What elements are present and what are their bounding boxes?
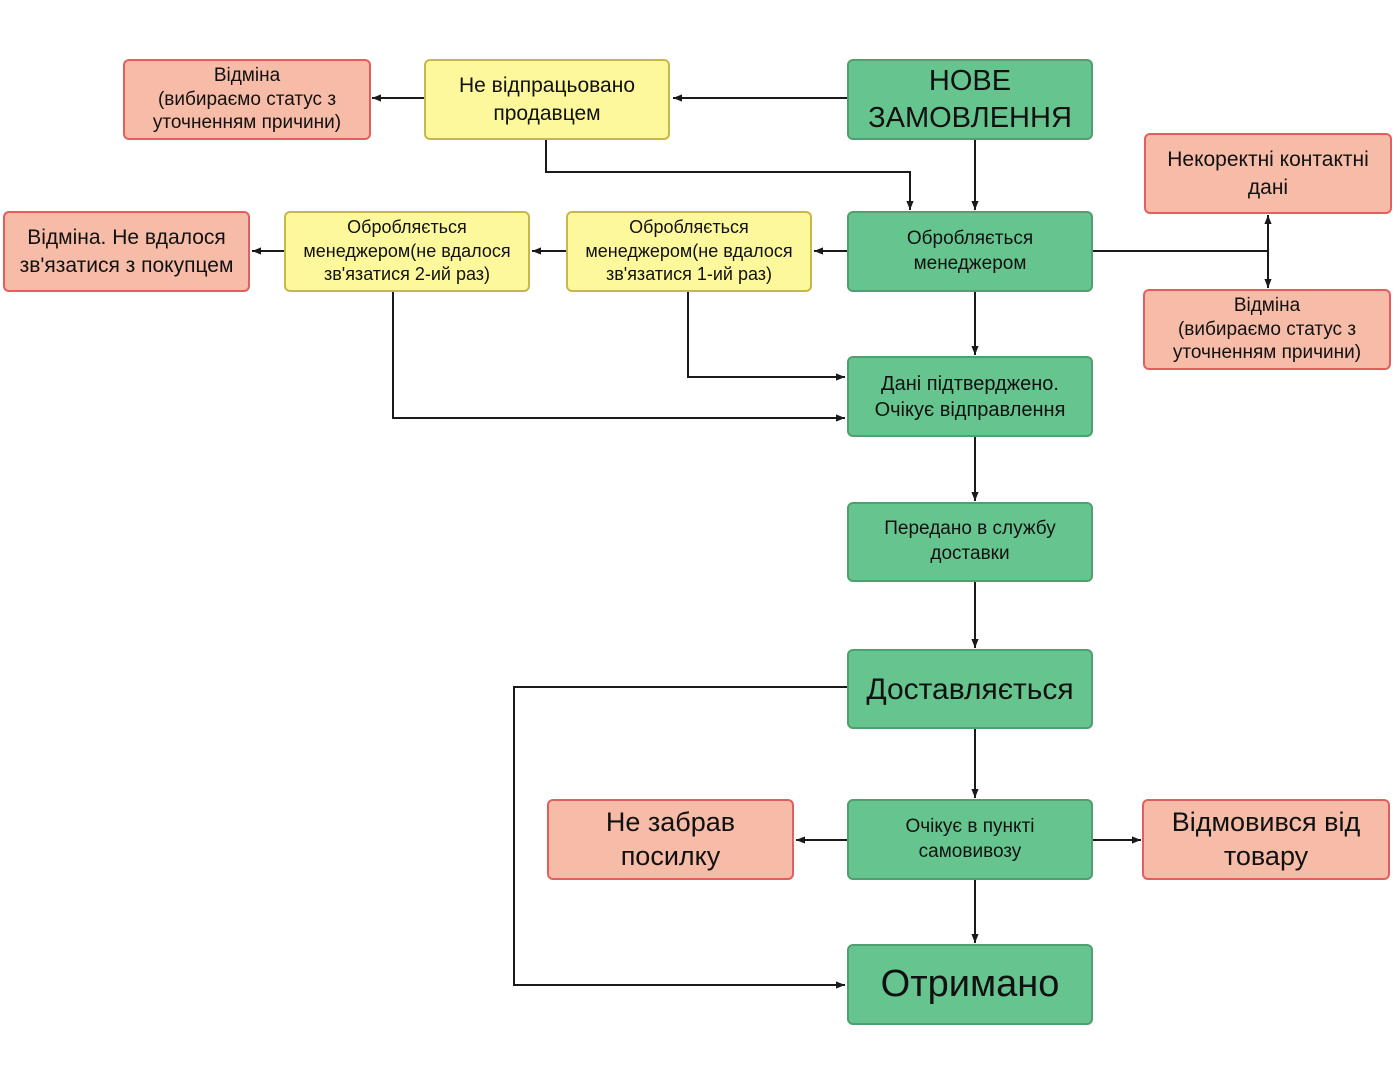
node-processing-fail-2: Обробляється менеджером(не вдалося зв'яз…	[284, 211, 530, 292]
node-processing-manager-label: Обробляється менеджером	[906, 227, 1034, 274]
node-not-processed-seller-label: Не відпрацьовано продавцем	[458, 74, 635, 125]
node-refused-goods: Відмовився від товару	[1142, 799, 1390, 880]
node-processing-fail-1: Обробляється менеджером(не вдалося зв'яз…	[566, 211, 812, 292]
node-processing-fail-2-label: Обробляється менеджером(не вдалося зв'яз…	[303, 217, 511, 285]
node-cancel-no-contact: Відміна. Не вдалося зв'язатися з покупце…	[3, 211, 250, 292]
edge-fail2-to-confirmed	[392, 292, 845, 422]
node-cancel-right-label: Відміна (вибираємо статус з уточненням п…	[1172, 294, 1362, 364]
node-data-confirmed-label: Дані підтверджено. Очікує відправлення	[874, 372, 1066, 421]
node-cancel-top-left-label: Відміна (вибираємо статус з уточненням п…	[152, 64, 342, 134]
node-data-confirmed: Дані підтверджено. Очікує відправлення	[847, 356, 1093, 437]
node-cancel-top-left: Відміна (вибираємо статус з уточненням п…	[123, 59, 371, 140]
node-new-order-label: НОВЕ ЗАМОВЛЕННЯ	[868, 65, 1072, 134]
node-cancel-right: Відміна (вибираємо статус з уточненням п…	[1143, 289, 1391, 370]
node-received: Отримано	[847, 944, 1093, 1025]
node-processing-manager: Обробляється менеджером	[847, 211, 1093, 292]
node-new-order: НОВЕ ЗАМОВЛЕННЯ	[847, 59, 1093, 140]
node-awaiting-pickup-label: Очікує в пункті самовивозу	[905, 815, 1035, 862]
node-not-picked-up: Не забрав посилку	[547, 799, 794, 880]
edge-fail1-to-confirmed	[687, 292, 845, 381]
edge-delivering-to-received	[513, 686, 847, 989]
node-handed-to-delivery-label: Передано в службу доставки	[884, 518, 1056, 564]
node-incorrect-contacts-label: Некоректні контактні дані	[1167, 148, 1369, 199]
node-refused-goods-label: Відмовився від товару	[1171, 806, 1361, 871]
node-incorrect-contacts: Некоректні контактні дані	[1144, 133, 1392, 214]
node-not-picked-up-label: Не забрав посилку	[605, 806, 736, 871]
node-not-processed-seller: Не відпрацьовано продавцем	[424, 59, 670, 140]
node-delivering-label: Доставляється	[866, 672, 1074, 706]
node-handed-to-delivery: Передано в службу доставки	[847, 502, 1093, 582]
node-processing-fail-1-label: Обробляється менеджером(не вдалося зв'яз…	[585, 217, 793, 285]
node-awaiting-pickup: Очікує в пункті самовивозу	[847, 799, 1093, 880]
edge-not-processed-to-processing	[545, 140, 914, 210]
node-cancel-no-contact-label: Відміна. Не вдалося зв'язатися з покупце…	[19, 226, 234, 277]
node-received-label: Отримано	[880, 962, 1060, 1005]
node-delivering: Доставляється	[847, 649, 1093, 729]
